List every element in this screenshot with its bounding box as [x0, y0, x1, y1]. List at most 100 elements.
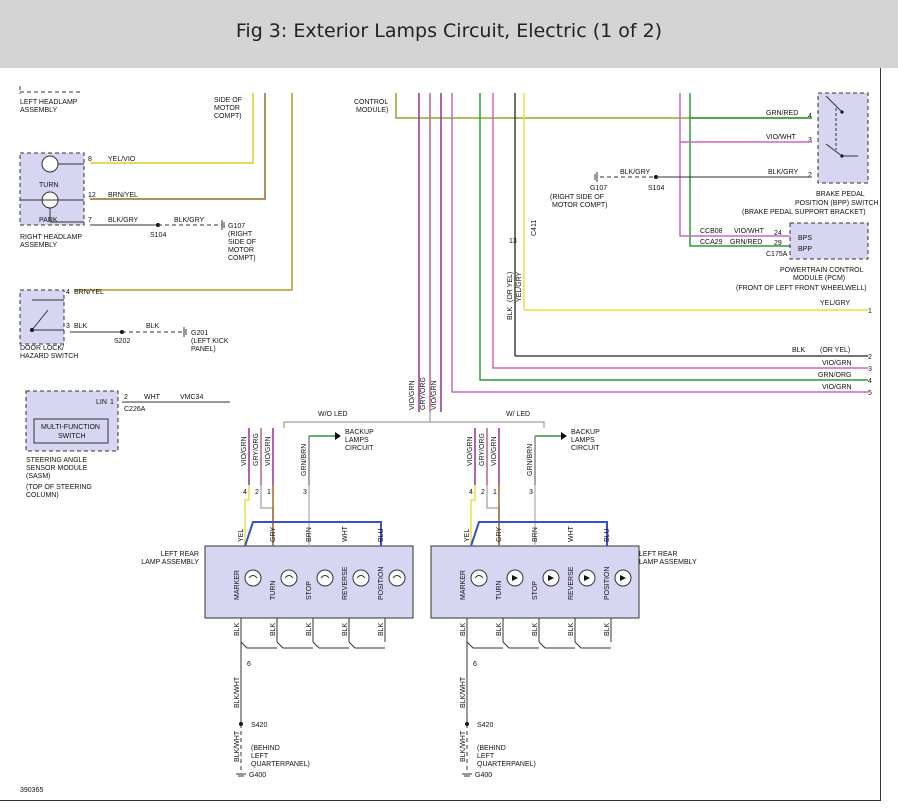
filament-icon	[284, 575, 294, 579]
out-1-num: 1	[868, 308, 872, 315]
lamp-pin-1: 1	[267, 489, 271, 496]
bulb-label: STOP	[306, 581, 313, 600]
lamp-wire-label: YEL	[464, 529, 471, 542]
led-split-bracket: W/O LED W/ LED	[283, 411, 545, 428]
sasm-label-1: STEERING ANGLE	[26, 457, 87, 464]
mfs-label-1: MULTI-FUNCTION	[41, 424, 100, 431]
vwire-3-color: VIO/GRN	[431, 380, 438, 410]
lamp-wire-label: WHT	[568, 525, 575, 542]
backup-label-3: CIRCUIT	[571, 445, 600, 452]
vwire-oryel: (OR YEL)	[507, 272, 514, 302]
bulb-label: POSITION	[378, 567, 385, 600]
bpp-wire-4-color: GRN/RED	[766, 110, 798, 117]
ground-loc-2: LEFT	[251, 753, 269, 760]
arrow-right-icon	[335, 432, 341, 440]
ground-pin: 6	[247, 661, 251, 668]
ground-pin: 6	[473, 661, 477, 668]
figure-title: Fig 3: Exterior Lamps Circuit, Electric …	[235, 20, 663, 42]
out-1-color: YEL/GRY	[820, 300, 851, 307]
filament-icon	[320, 575, 330, 579]
bulb-icon	[280, 569, 298, 587]
vwire-1-color: VIO/GRN	[409, 380, 416, 410]
bpp-wire-3-color: VIO/WHT	[766, 134, 797, 141]
pcm-circuit-2: CCA29	[700, 239, 723, 246]
wire-7b-color: BLK/GRY	[174, 217, 205, 224]
out-4-color: GRN/ORG	[818, 372, 851, 379]
ground-wire-color: BLK	[604, 622, 611, 636]
lamp-pin-3: 3	[529, 489, 533, 496]
wire-4-color: BRN/YEL	[74, 289, 104, 296]
sasm-pin-2: 2	[124, 394, 128, 401]
pcm-pin-24: 24	[774, 230, 782, 237]
left-headlamp-label: LEFT HEADLAMP	[20, 99, 78, 106]
blu-conductor	[244, 521, 382, 547]
steering-angle-sensor-module: MULTI-FUNCTION SWITCH LIN 1 2 WHT VMC34 …	[25, 390, 230, 499]
ground-wire-color: BLK	[342, 622, 349, 636]
ground-wire-color: BLK	[460, 622, 467, 636]
title-bar: Fig 3: Exterior Lamps Circuit, Electric …	[0, 0, 898, 68]
lamp-feed-wire-color: GRY/ORG	[479, 433, 486, 466]
right-headlamp-label-2: ASSEMBLY	[20, 242, 58, 249]
pin-12: 12	[88, 192, 96, 199]
door-lock-label-2: HAZARD SWITCH	[20, 353, 78, 360]
connector-c411: C411	[531, 220, 538, 236]
right-headlamp-label: RIGHT HEADLAMP	[20, 234, 82, 241]
bpp-label-3: (BRAKE PEDAL SUPPORT BRACKET)	[742, 209, 866, 216]
ground-wire-color: BLK	[270, 622, 277, 636]
lamp-feed-wire-color: VIO/GRN	[467, 436, 474, 466]
ground-loc-3: QUARTERPANEL)	[477, 761, 536, 768]
bulb-icon	[352, 569, 370, 587]
lamp-title-1: LEFT REAR	[639, 551, 677, 558]
diagram-frame	[0, 68, 881, 801]
bulb-label: TURN	[270, 581, 277, 600]
vwire-2-color: GRY/ORG	[420, 377, 427, 410]
lamp-wire-label: GRY	[496, 527, 503, 542]
g107-loc-3: MOTOR	[228, 247, 254, 254]
lamp-pin-2: 2	[255, 489, 259, 496]
sasm-connector: C226A	[124, 406, 146, 413]
bpp-g107: G107	[590, 185, 607, 192]
lamp-pin-4: 4	[469, 489, 473, 496]
pin-13: 13	[509, 238, 517, 245]
filament-icon	[356, 575, 366, 579]
g107-loc-2: SIDE OF	[228, 239, 256, 246]
turn-bulb-icon	[41, 155, 59, 173]
pcm-bpp: BPP	[798, 246, 812, 253]
out-5-color: VIO/GRN	[822, 384, 852, 391]
bpp-label-1: BRAKE PEDAL	[816, 191, 865, 198]
splice-s420: S420	[251, 722, 267, 729]
ground-bus	[574, 641, 611, 649]
bcm-label-2: MODULE)	[356, 107, 388, 114]
ground-loc-1: (BEHIND	[251, 745, 280, 752]
lamp-feed-wire-color: VIO/GRN	[491, 436, 498, 466]
bpp-pin-2: 2	[808, 172, 812, 179]
ground-wire-color: BLK	[532, 622, 539, 636]
bcm-label-1: CONTROL	[354, 99, 388, 106]
lamp-feed-wire-color: GRY/ORG	[253, 433, 260, 466]
backup-wire-color: GRN/BRN	[527, 444, 534, 476]
lamp-title-2: LAMP ASSEMBLY	[141, 559, 199, 566]
sasm-label-2: SENSOR MODULE	[26, 465, 88, 472]
arrow-right-icon	[561, 432, 567, 440]
left-top-wires	[74, 93, 293, 291]
pcm-label-2: MODULE (PCM)	[793, 275, 845, 282]
bpp-g-loc-1: (RIGHT SIDE OF	[550, 194, 604, 201]
led-icon	[512, 575, 518, 581]
out-3-num: 3	[868, 366, 872, 373]
wire-3-color: BLK	[74, 323, 88, 330]
yel-conductor	[470, 485, 476, 546]
ground-loc-3: QUARTERPANEL)	[251, 761, 310, 768]
ground-trunk-color: BLK/WHT	[234, 676, 241, 708]
w-led-label: W/ LED	[506, 411, 530, 418]
splice-s202: S202	[114, 338, 130, 345]
bulb-icon	[388, 569, 406, 587]
lamp-wire-label: BRN	[532, 527, 539, 542]
pcm-bps: BPS	[798, 235, 812, 242]
left-side-label-3: COMPT)	[214, 113, 242, 120]
ground-bus	[348, 641, 385, 649]
lamp-wire-label: BRN	[306, 527, 313, 542]
lamp-housing	[430, 545, 640, 619]
led-icon	[620, 575, 626, 581]
pin-8: 8	[88, 156, 92, 163]
vwire-blk: BLK	[507, 306, 514, 320]
